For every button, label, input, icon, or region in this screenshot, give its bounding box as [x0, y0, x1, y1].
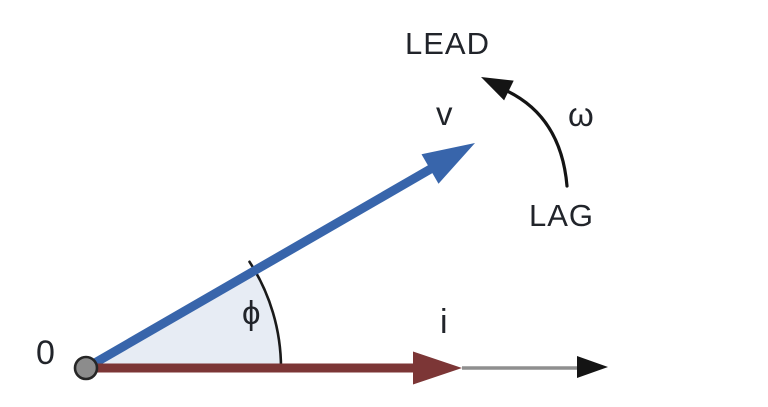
- current-label: i: [440, 303, 448, 341]
- voltage-phasor: [90, 163, 437, 368]
- current-arrowhead: [413, 351, 462, 385]
- voltage-label: v: [436, 95, 453, 132]
- lag-label: LAG: [529, 198, 595, 233]
- voltage-arrowhead: [421, 143, 475, 184]
- omega-label: ω: [568, 96, 594, 133]
- reference-axis-arrowhead: [577, 356, 608, 378]
- lead-label: LEAD: [405, 26, 490, 61]
- rotation-arrowhead: [481, 77, 514, 101]
- origin-dot: [73, 355, 99, 381]
- phase-angle-label: ϕ: [242, 294, 261, 331]
- origin-label: 0: [36, 334, 55, 372]
- rotation-arc: [503, 88, 569, 188]
